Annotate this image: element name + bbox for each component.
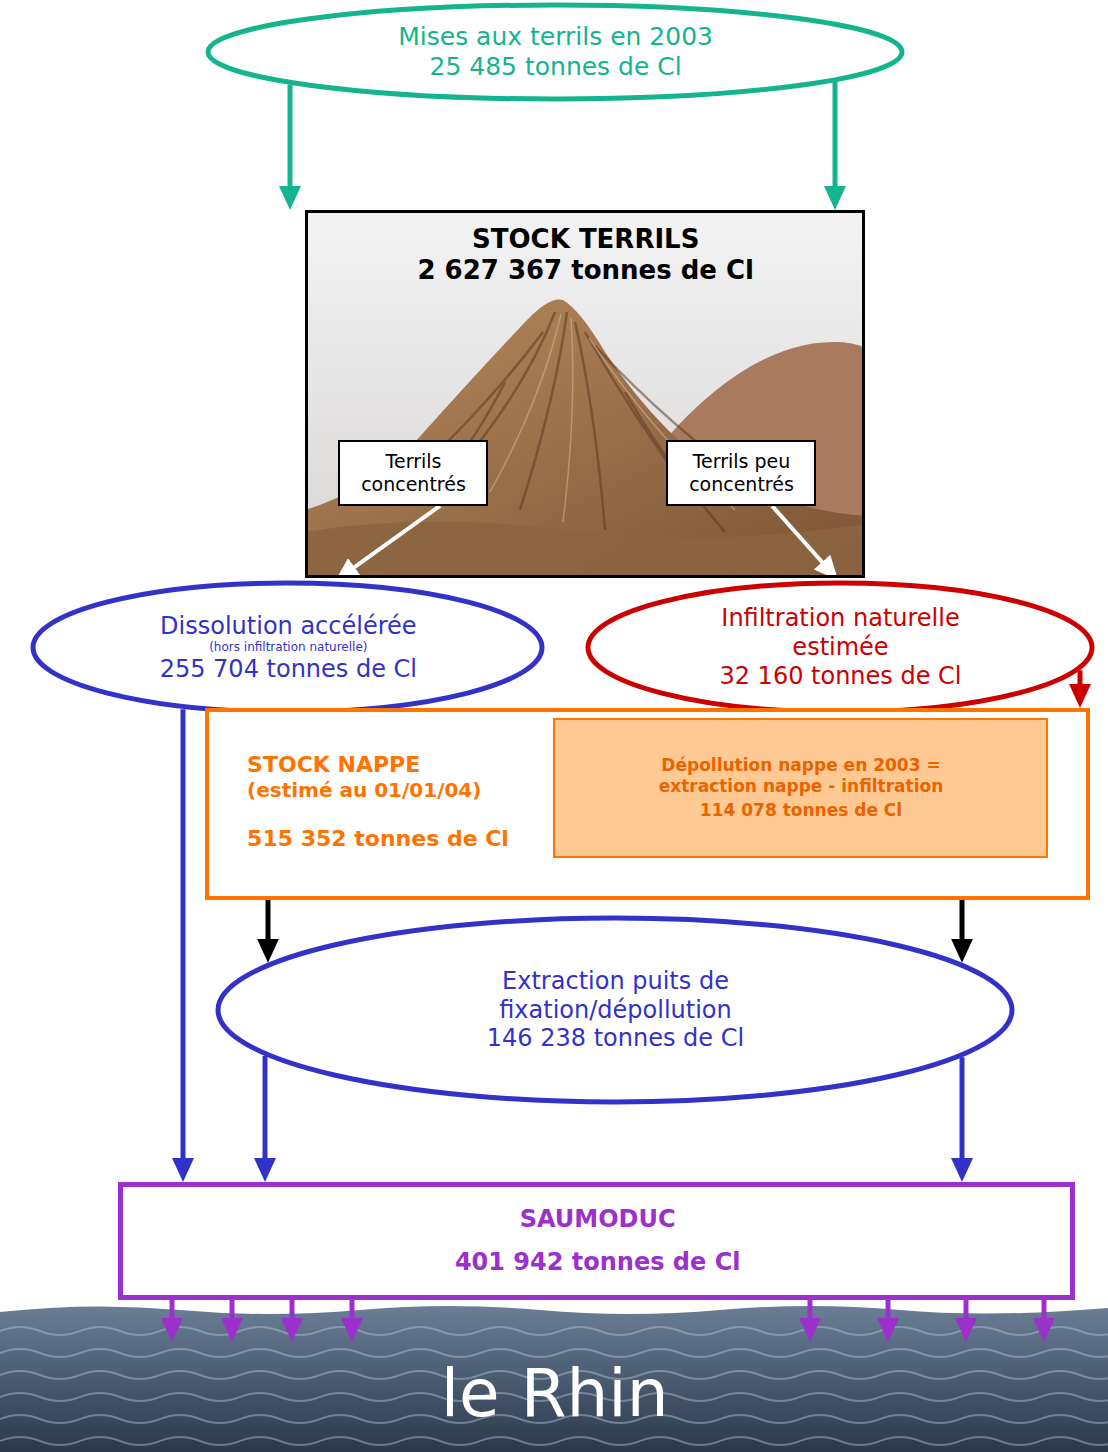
flow-arrow <box>181 709 186 1170</box>
node-text-group: STOCK TERRILS2 627 367 tonnes de Cl <box>417 224 755 286</box>
sky <box>305 210 865 578</box>
node-label: Terrils concentrés <box>354 450 474 496</box>
node-label: 114 078 tonnes de Cl <box>611 800 992 820</box>
ridge <box>563 318 573 522</box>
gully <box>520 312 567 510</box>
flow-arrow <box>230 1300 235 1330</box>
river-band: le Rhin <box>0 1342 1108 1452</box>
node-text-group: Infiltration naturelle estimée32 160 ton… <box>710 604 971 690</box>
node-text-group: le Rhin <box>440 1354 669 1433</box>
flow-arrow <box>288 85 293 198</box>
flow-arrow <box>350 1300 355 1330</box>
flow-arrow <box>1042 1300 1047 1330</box>
node-text-group: Extraction puits de fixation/dépollution… <box>465 967 766 1053</box>
node-label: (hors infiltration naturelle) <box>159 640 418 654</box>
node-label: Extraction puits de fixation/dépollution <box>466 967 766 1025</box>
node-label: 146 238 tonnes de Cl <box>465 1024 766 1053</box>
node-label: 255 704 tonnes de Cl <box>159 655 418 684</box>
flow-arrow <box>960 1057 965 1170</box>
ellipse-shape <box>588 583 1092 712</box>
node-label: STOCK TERRILS <box>417 224 755 255</box>
node-label: 2 627 367 tonnes de Cl <box>417 255 755 286</box>
node-label: le Rhin <box>440 1354 669 1433</box>
ellipse-shape <box>33 583 542 712</box>
flow-arrow <box>886 1300 891 1330</box>
flow-arrow <box>772 506 830 571</box>
stock-box: STOCK NAPPE(estimé au 01/01/04) 515 352 t… <box>205 708 1090 900</box>
stock-box: STOCK TERRILS2 627 367 tonnes de Cl Terri… <box>305 210 865 578</box>
ridge <box>490 314 561 492</box>
flow-ellipse: Dissolution accélérée(hors infiltration … <box>30 580 545 715</box>
flow-arrow <box>960 900 965 951</box>
node-label: 32 160 tonnes de Cl <box>710 662 971 691</box>
flow-arrow <box>345 506 440 574</box>
balance-box: Dépollution nappe en 2003 = extraction n… <box>553 718 1048 858</box>
flow-arrow <box>266 900 271 951</box>
flow-arrow <box>808 1300 813 1330</box>
input-ellipse: Mises aux terrils en 200325 485 tonnes d… <box>205 2 905 102</box>
water-surface <box>0 1306 1108 1452</box>
spoil-heap-photo <box>305 210 865 578</box>
flow-ellipse: Extraction puits de fixation/dépollution… <box>215 915 1015 1105</box>
node-label: (estimé au 01/01/04) <box>247 778 510 802</box>
water-ripples <box>0 1316 1108 1452</box>
node-text-group: Mises aux terrils en 200325 485 tonnes d… <box>398 22 714 82</box>
flow-arrow <box>290 1300 295 1330</box>
node-label: 401 942 tonnes de Cl <box>454 1248 741 1277</box>
ellipse-shape <box>218 918 1012 1102</box>
flow-arrow <box>1078 670 1083 696</box>
node-text-group: Terrils peu concentrés <box>676 450 807 496</box>
node-text-group: STOCK NAPPE(estimé au 01/01/04) 515 352 t… <box>247 752 510 853</box>
node-label: 515 352 tonnes de Cl <box>247 826 510 852</box>
ellipse-shape <box>208 5 902 99</box>
pipeline-box: SAUMODUC 401 942 tonnes de Cl <box>118 1182 1075 1300</box>
node-text-group: Dissolution accélérée(hors infiltration … <box>159 612 418 684</box>
flow-arrow <box>964 1300 969 1330</box>
node-label: STOCK NAPPE <box>247 752 510 778</box>
node-label: Infiltration naturelle estimée <box>711 604 971 662</box>
node-text-group: Terrils concentrés <box>353 450 474 496</box>
flow-ellipse: Infiltration naturelle estimée32 160 ton… <box>585 580 1095 715</box>
node-label: Mises aux terrils en 2003 <box>398 22 714 52</box>
river-water <box>0 1306 1108 1452</box>
node-text-group: SAUMODUC 401 942 tonnes de Cl <box>454 1205 741 1277</box>
flow-arrow <box>263 1056 268 1170</box>
foreground-ground <box>305 521 865 578</box>
node-text-group: Dépollution nappe en 2003 = extraction n… <box>611 755 992 820</box>
node-label: 25 485 tonnes de Cl <box>398 52 714 82</box>
node-label: Terrils peu concentrés <box>677 450 807 496</box>
flow-arrow <box>170 1300 175 1330</box>
node-label: Dépollution nappe en 2003 = extraction n… <box>611 755 991 796</box>
heap-type-box: Terrils peu concentrés <box>666 440 816 506</box>
spoil-heap <box>305 299 865 578</box>
heap-type-box: Terrils concentrés <box>338 440 488 506</box>
flow-arrow <box>833 82 838 198</box>
node-label: Dissolution accélérée <box>159 612 418 641</box>
node-label: SAUMODUC <box>454 1205 741 1234</box>
